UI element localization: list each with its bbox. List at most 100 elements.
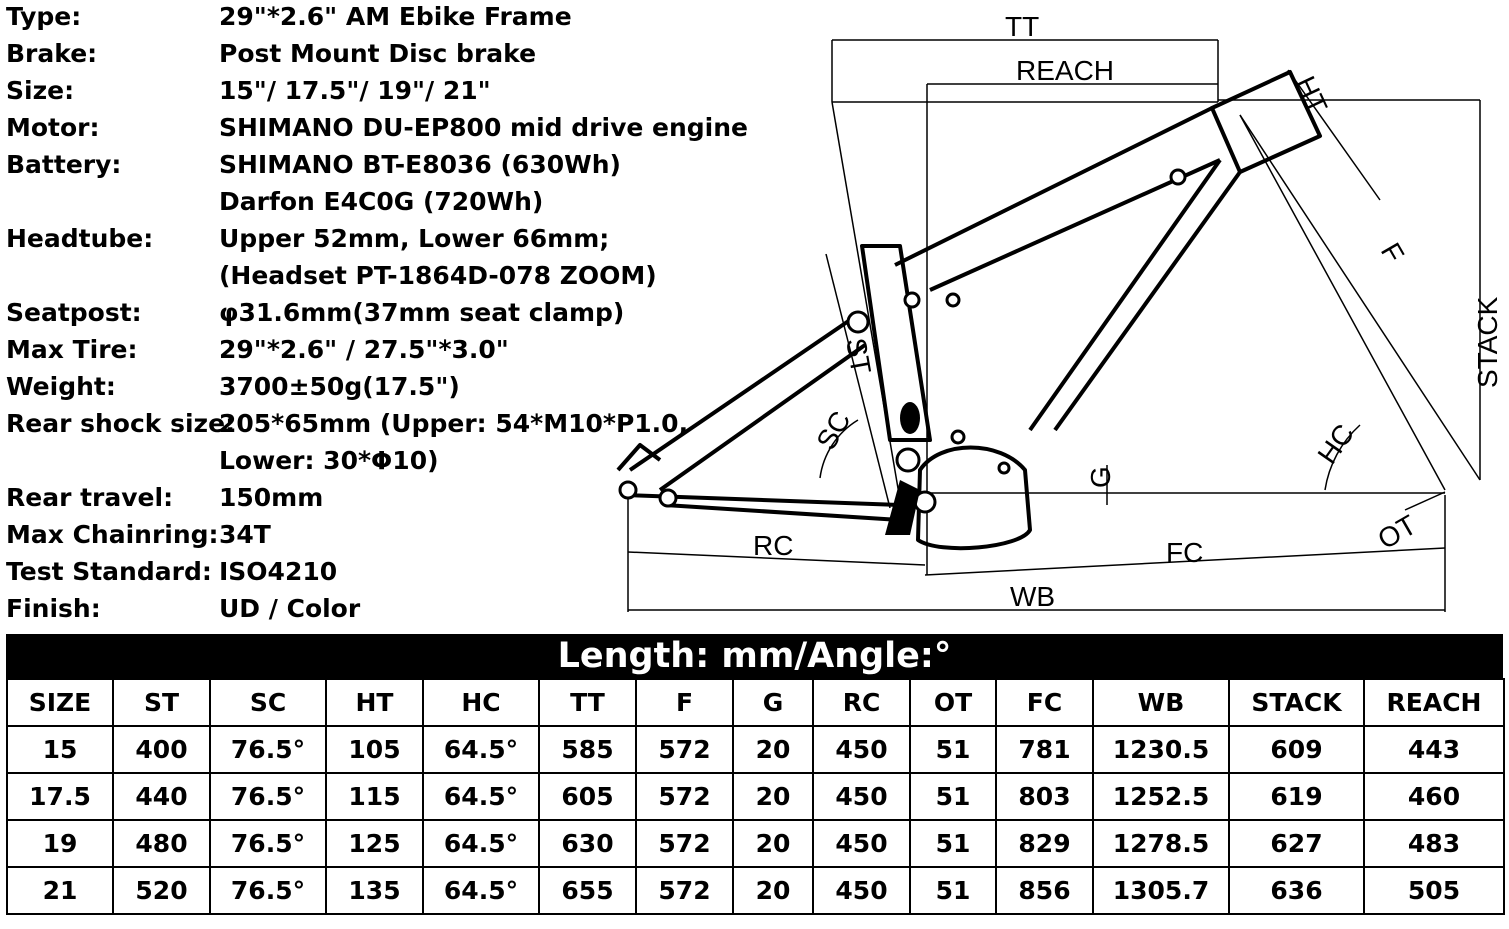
table-header: SIZE (6, 678, 114, 727)
spec-label: Motor: (6, 113, 100, 142)
table-cell: 15 (6, 725, 114, 774)
label-g: G (1085, 466, 1116, 488)
table-header: REACH (1363, 678, 1505, 727)
label-stack: STACK (1472, 296, 1503, 388)
pivot-points (618, 168, 1187, 514)
table-cell: 105 (325, 725, 424, 774)
table-title: Length: mm/Angle:° (6, 634, 1503, 678)
spec-label: Weight: (6, 372, 116, 401)
label-ot: OT (1373, 509, 1422, 555)
table-cell: 64.5° (422, 819, 540, 868)
spec-value: 150mm (219, 483, 324, 512)
table-cell: 19 (6, 819, 114, 868)
table-cell: 450 (812, 866, 911, 915)
table-header: FC (995, 678, 1094, 727)
table-cell: 450 (812, 725, 911, 774)
table-cell: 20 (732, 819, 814, 868)
table-header: HC (422, 678, 540, 727)
spec-label: Finish: (6, 594, 101, 623)
table-header: STACK (1228, 678, 1365, 727)
table-cell: 115 (325, 772, 424, 821)
table-cell: 636 (1228, 866, 1365, 915)
table-header: SC (209, 678, 327, 727)
spec-value: 15"/ 17.5"/ 19"/ 21" (219, 76, 491, 105)
table-header: OT (909, 678, 997, 727)
spec-value: Upper 52mm, Lower 66mm; (219, 224, 610, 253)
label-wb: WB (1010, 581, 1055, 612)
table-cell: 803 (995, 772, 1094, 821)
table-cell: 483 (1363, 819, 1505, 868)
table-cell: 76.5° (209, 866, 327, 915)
table-cell: 51 (909, 725, 997, 774)
spec-label: Rear travel: (6, 483, 174, 512)
spec-label: Test Standard: (6, 557, 212, 586)
label-reach: REACH (1016, 55, 1114, 86)
table-cell: 51 (909, 819, 997, 868)
spec-label: Max Tire: (6, 335, 138, 364)
table-cell: 1278.5 (1092, 819, 1230, 868)
spec-value: Post Mount Disc brake (219, 39, 537, 68)
spec-label: Max Chainring: (6, 520, 219, 549)
table-cell: 572 (635, 772, 734, 821)
table-cell: 125 (325, 819, 424, 868)
table-cell: 630 (538, 819, 637, 868)
table-header: ST (112, 678, 211, 727)
spec-label: Size: (6, 76, 75, 105)
spec-label: Seatpost: (6, 298, 142, 327)
table-cell: 20 (732, 866, 814, 915)
label-hc: HC (1312, 419, 1361, 470)
table-header-row: SIZE ST SC HT HC TT F G RC OT FC WB STAC… (6, 678, 1505, 727)
table-row: 15 400 76.5° 105 64.5° 585 572 20 450 51… (6, 725, 1505, 774)
label-ht: HT (1290, 71, 1334, 118)
spec-label: Rear shock size: (6, 409, 236, 438)
label-rc: RC (753, 530, 793, 561)
spec-value: 29"*2.6" / 27.5"*3.0" (219, 335, 509, 364)
spec-value: SHIMANO DU-EP800 mid drive engine (219, 113, 748, 142)
table-cell: 21 (6, 866, 114, 915)
table-cell: 135 (325, 866, 424, 915)
dimension-lines (627, 39, 1481, 612)
table-cell: 480 (112, 819, 211, 868)
geometry-table: SIZE ST SC HT HC TT F G RC OT FC WB STAC… (6, 678, 1505, 915)
table-cell: 64.5° (422, 866, 540, 915)
table-cell: 17.5 (6, 772, 114, 821)
spec-value: UD / Color (219, 594, 361, 623)
table-cell: 1305.7 (1092, 866, 1230, 915)
label-f: F (1375, 238, 1410, 268)
table-cell: 460 (1363, 772, 1505, 821)
spec-label: Battery: (6, 150, 122, 179)
spec-label: Headtube: (6, 224, 154, 253)
spec-label: Type: (6, 2, 82, 31)
table-cell: 450 (812, 819, 911, 868)
table-header: HT (325, 678, 424, 727)
table-cell: 400 (112, 725, 211, 774)
frame-outline (616, 70, 1322, 551)
table-cell: 440 (112, 772, 211, 821)
spec-value: 29"*2.6" AM Ebike Frame (219, 2, 572, 31)
table-header: G (732, 678, 814, 727)
table-header: TT (538, 678, 637, 727)
spec-value: SHIMANO BT-E8036 (630Wh) (219, 150, 621, 179)
table-cell: 76.5° (209, 725, 327, 774)
table-header: F (635, 678, 734, 727)
spec-value: (Headset PT-1864D-078 ZOOM) (219, 261, 657, 290)
spec-value: 34T (219, 520, 271, 549)
spec-value: 205*65mm (Upper: 54*M10*P1.0, (219, 409, 689, 438)
table-cell: 627 (1228, 819, 1365, 868)
table-cell: 64.5° (422, 772, 540, 821)
spec-value: 3700±50g(17.5") (219, 372, 460, 401)
table-cell: 856 (995, 866, 1094, 915)
frame-drawing: TT REACH HT F STACK ST SC HC G OT RC FC … (616, 11, 1503, 612)
table-cell: 572 (635, 866, 734, 915)
table-cell: 443 (1363, 725, 1505, 774)
table-cell: 505 (1363, 866, 1505, 915)
table-cell: 1230.5 (1092, 725, 1230, 774)
black-chainring (885, 402, 920, 535)
table-cell: 609 (1228, 725, 1365, 774)
table-cell: 619 (1228, 772, 1365, 821)
table-cell: 76.5° (209, 819, 327, 868)
table-cell: 64.5° (422, 725, 540, 774)
spec-value: φ31.6mm(37mm seat clamp) (219, 298, 625, 327)
spec-label: Brake: (6, 39, 98, 68)
table-cell: 51 (909, 866, 997, 915)
